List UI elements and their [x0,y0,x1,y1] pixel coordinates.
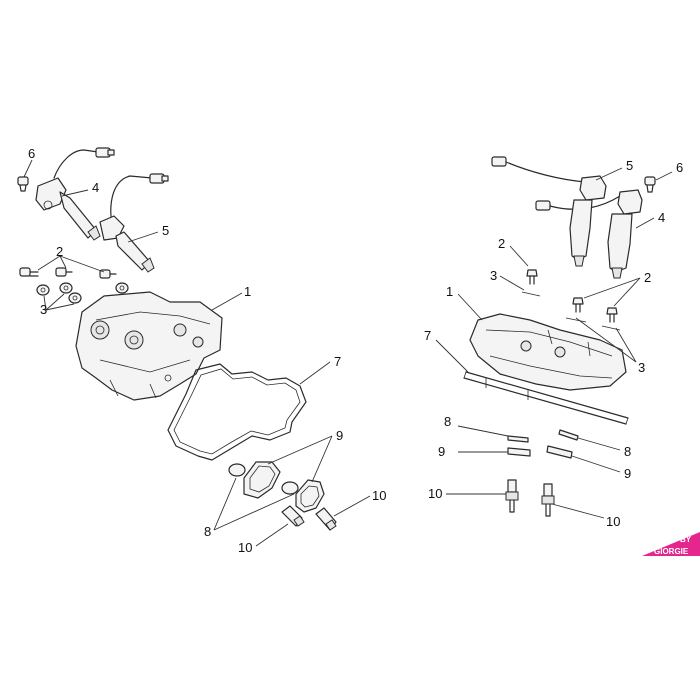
right-seals [507,429,579,459]
right-ignition-coils [491,156,643,279]
callout-4: 4 [92,180,99,195]
left-seals [228,461,325,513]
logo-line-1: BY [680,535,692,544]
callout-3: 3 [638,360,645,375]
right-leader-lines [435,167,673,519]
callout-10: 10 [606,514,620,529]
callout-10: 10 [238,540,252,555]
right-gasket-7 [463,371,629,425]
logo-line-2: GIORGIE [654,547,689,556]
left-assembly: 6 4 5 2 3 1 7 9 8 10 10 [17,146,386,555]
callout-8: 8 [624,444,631,459]
callout-2: 2 [498,236,505,251]
left-screw-6 [17,176,29,192]
left-head-cover-1 [75,291,223,401]
callout-7: 7 [424,328,431,343]
right-callouts: 5 6 4 2 3 2 3 1 7 8 9 8 9 10 10 [424,158,683,529]
left-spark-plugs-10 [281,505,337,531]
left-gasket-7 [167,363,307,461]
callout-9: 9 [336,428,343,443]
callout-3: 3 [490,268,497,283]
right-head-cover-1 [469,313,627,391]
callout-8: 8 [444,414,451,429]
right-screw-6 [644,176,656,193]
left-ignition-coil-5 [99,173,169,273]
right-bolts-and-washers [521,269,621,331]
callout-5: 5 [162,223,169,238]
brand-logo: BY GIORGIE [642,532,700,556]
callout-10: 10 [428,486,442,501]
right-spark-plugs-10 [505,479,555,517]
callout-2: 2 [644,270,651,285]
left-ignition-coil-4 [35,147,115,241]
callout-3: 3 [40,302,47,317]
callout-6: 6 [676,160,683,175]
callout-7: 7 [334,354,341,369]
callout-4: 4 [658,210,665,225]
callout-6: 6 [28,146,35,161]
callout-1: 1 [446,284,453,299]
callout-10: 10 [372,488,386,503]
callout-2: 2 [56,244,63,259]
callout-9: 9 [624,466,631,481]
right-assembly: 5 6 4 2 3 2 3 1 7 8 9 8 9 10 10 [424,156,683,529]
callout-1: 1 [244,284,251,299]
left-callouts: 6 4 5 2 3 1 7 9 8 10 10 [28,146,386,555]
callout-5: 5 [626,158,633,173]
callout-9: 9 [438,444,445,459]
left-leader-lines [23,159,371,547]
callout-8: 8 [204,524,211,539]
left-bolts-and-washers [19,267,129,304]
